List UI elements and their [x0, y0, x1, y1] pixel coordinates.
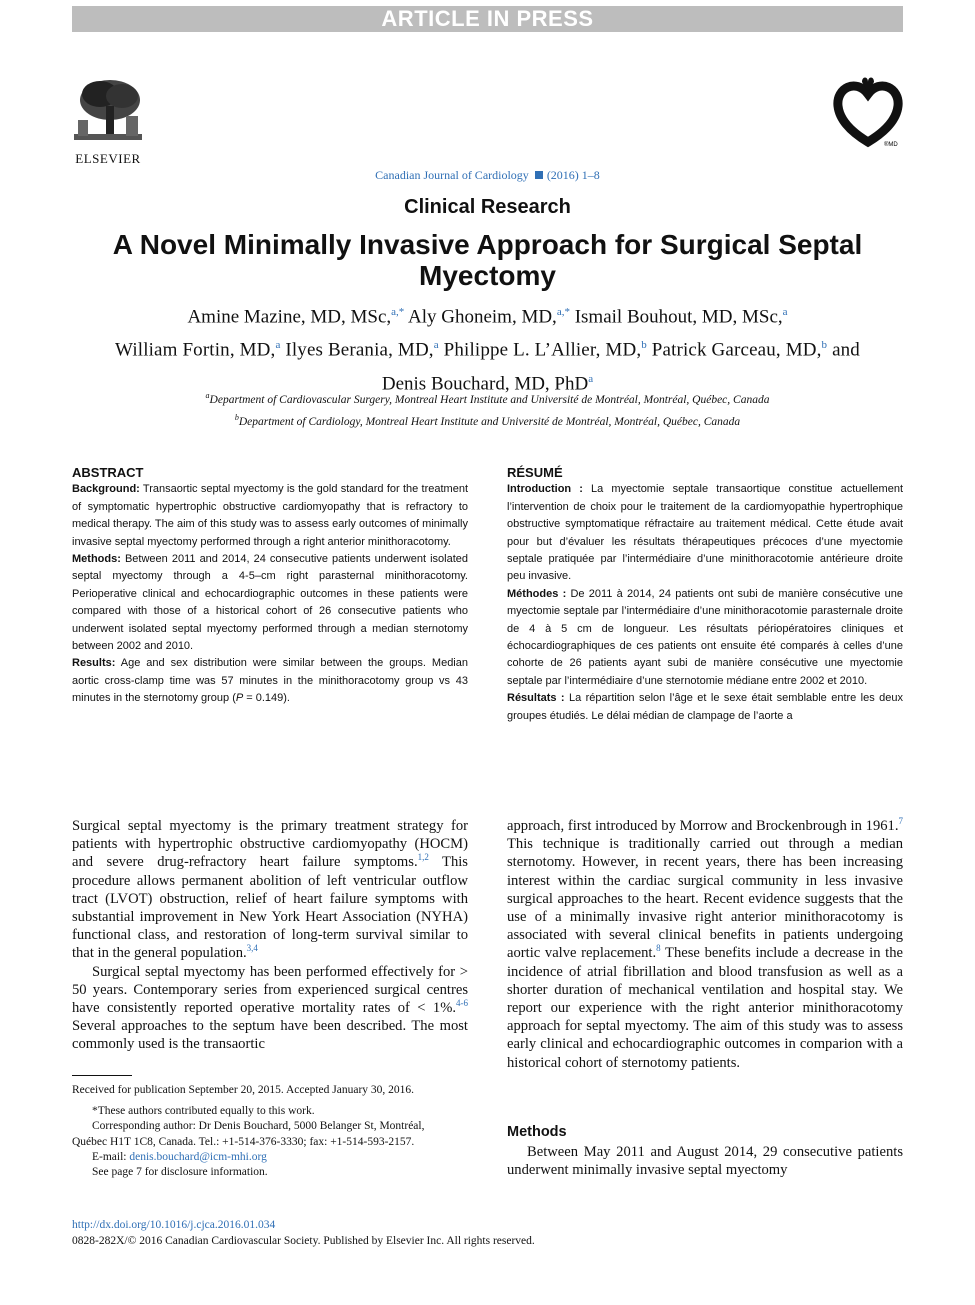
abstract-text: Age and sex distribution were similar be… — [72, 657, 468, 705]
resume-text: De 2011 à 2014, 24 patients ont subi de … — [507, 587, 903, 687]
resume-intro: Introduction : La myectomie septale tran… — [507, 481, 903, 585]
author-line: Amine Mazine, MD, MSc,a,* Aly Ghoneim, M… — [60, 298, 915, 331]
journal-meta[interactable]: (2016) 1–8 — [546, 168, 600, 182]
reference-link[interactable]: 8 — [656, 943, 661, 954]
resume-text: La myectomie septale transaortique const… — [507, 483, 904, 583]
author-line: Denis Bouchard, MD, PhDa — [60, 365, 915, 398]
heart-emblem-icon: ®MD — [833, 77, 903, 148]
elsevier-tree-icon — [70, 76, 146, 146]
affiliation-b: bDepartment of Cardiology, Montreal Hear… — [60, 413, 915, 428]
body-text: approach, first introduced by Morrow and… — [507, 818, 899, 834]
received-note: Received for publication September 20, 2… — [72, 1084, 415, 1096]
body-paragraph: Surgical septal myectomy has been perfor… — [72, 963, 468, 1054]
author-affil-sup[interactable]: a,* — [391, 306, 405, 318]
author-name: Aly Ghoneim, MD, — [404, 306, 557, 328]
author-affil-sup[interactable]: a — [782, 306, 788, 318]
body-text: Surgical septal myectomy has been perfor… — [72, 963, 468, 1017]
abstract-text: Transaortic septal myectomy is the gold … — [72, 483, 468, 548]
body-text: Surgical septal myectomy is the primary … — [72, 818, 468, 871]
abstract-label: Methods: — [72, 553, 121, 566]
abstract-text: Between 2011 and 2014, 24 consecutive pa… — [72, 553, 468, 653]
resume-heading: RÉSUMÉ — [507, 465, 563, 480]
elsevier-logo: ELSEVIER — [70, 76, 146, 166]
body-text: Between May 2011 and August 2014, 29 con… — [507, 1144, 903, 1179]
abstract: ABSTRACT Background: Transaortic septal … — [72, 464, 468, 708]
journal-name[interactable]: Canadian Journal of Cardiology — [375, 168, 529, 182]
affiliation-text: Department of Cardiovascular Surgery, Mo… — [209, 393, 770, 406]
footnotes: Received for publication September 20, 2… — [72, 1083, 472, 1180]
abstract-heading: ABSTRACT — [72, 465, 144, 480]
resume-text: La répartition selon l’âge et le sexe ét… — [507, 692, 903, 722]
author-affil-sup[interactable]: a — [588, 372, 594, 385]
article-in-press-banner: ARTICLE IN PRESS — [72, 6, 903, 32]
resume-methods: Méthodes : De 2011 à 2014, 24 patients o… — [507, 586, 903, 690]
body-right-column: approach, first introduced by Morrow and… — [507, 817, 903, 1072]
body-text: Several approaches to the septum have be… — [72, 1018, 468, 1053]
reference-link[interactable]: 3,4 — [246, 943, 258, 954]
author-name: Ismail Bouhout, MD, MSc, — [569, 306, 783, 328]
disclosure-note: See page 7 for disclosure information. — [92, 1166, 268, 1179]
resume-results: Résultats : La répartition selon l’âge e… — [507, 690, 903, 725]
corresponding-author-cont: Québec H1T 1C8, Canada. Tel.: +1-514-376… — [72, 1135, 415, 1148]
equal-contribution-note: *These authors contributed equally to th… — [92, 1105, 315, 1118]
author-affil-sup[interactable]: a — [275, 339, 281, 352]
resume-label: Méthodes : — [507, 587, 567, 600]
body-text: These benefits include a decrease in the… — [507, 945, 904, 1071]
author-name: Philippe L. L’Allier, MD, — [438, 339, 642, 361]
author-affil-sup[interactable]: b — [821, 339, 828, 352]
author-name: Amine Mazine, MD, MSc, — [187, 306, 392, 328]
reference-link[interactable]: 1,2 — [417, 852, 429, 863]
resume-label: Résultats : — [507, 692, 565, 705]
title-line: A Novel Minimally Invasive Approach for … — [112, 229, 863, 260]
doi-link[interactable]: http://dx.doi.org/10.1016/j.cjca.2016.01… — [72, 1219, 276, 1231]
author-affil-sup[interactable]: a,* — [556, 306, 570, 318]
article-title: A Novel Minimally Invasive Approach for … — [60, 229, 915, 291]
methods-heading: Methods — [507, 1124, 567, 1140]
author-line: William Fortin, MD,a Ilyes Berania, MD,a… — [60, 331, 915, 364]
svg-text:®MD: ®MD — [884, 141, 898, 148]
body-paragraph: Surgical septal myectomy is the primary … — [72, 817, 468, 963]
reference-link[interactable]: 7 — [898, 816, 904, 827]
section-heading: Clinical Research — [404, 196, 571, 218]
affiliation-sup: b — [234, 413, 239, 422]
author-name: William Fortin, MD, — [115, 339, 276, 361]
author-name: Ilyes Berania, MD, — [280, 339, 434, 361]
author-affil-sup[interactable]: a — [433, 339, 439, 352]
corresponding-author: Corresponding author: Dr Denis Bouchard,… — [92, 1120, 425, 1133]
journal-line: Canadian Journal of Cardiology (2016) 1–8 — [0, 168, 975, 183]
email-line: E-mail: denis.bouchard@icm-mhi.org — [72, 1150, 472, 1165]
square-separator-icon — [534, 171, 543, 179]
affiliation-text: Department of Cardiology, Montreal Heart… — [238, 415, 741, 428]
author-conjunction: and — [827, 339, 860, 361]
author-name: Denis Bouchard, MD, PhD — [381, 372, 589, 394]
body-text: This procedure allows permanent abolitio… — [72, 854, 468, 962]
methods-paragraph: Between May 2011 and August 2014, 29 con… — [507, 1143, 903, 1179]
ccs-logo: ®MD — [832, 76, 904, 148]
author-list: Amine Mazine, MD, MSc,a,* Aly Ghoneim, M… — [60, 298, 915, 398]
body-left-column: Surgical septal myectomy is the primary … — [72, 817, 468, 1054]
resume: RÉSUMÉ Introduction : La myectomie septa… — [507, 464, 903, 725]
author-name: Patrick Garceau, MD, — [646, 339, 822, 361]
abstract-label: Results: — [72, 657, 116, 670]
abstract-background: Background: Transaortic septal myectomy … — [72, 481, 468, 551]
affiliation-a: aDepartment of Cardiovascular Surgery, M… — [60, 391, 915, 406]
reference-link[interactable]: 4-6 — [456, 998, 468, 1009]
author-affil-sup[interactable]: b — [641, 339, 647, 352]
footnote-divider — [72, 1075, 132, 1076]
resume-label: Introduction : — [507, 483, 583, 496]
abstract-label: Background: — [72, 483, 140, 496]
publisher-name: ELSEVIER — [75, 151, 141, 166]
body-paragraph: approach, first introduced by Morrow and… — [507, 817, 903, 1072]
abstract-results: Results: Age and sex distribution were s… — [72, 655, 468, 707]
abstract-methods: Methods: Between 2011 and 2014, 24 conse… — [72, 551, 468, 655]
title-line: Myectomy — [419, 260, 556, 291]
abstract-text: = 0.149). — [243, 692, 290, 705]
copyright: 0828-282X/© 2016 Canadian Cardiovascular… — [72, 1235, 535, 1247]
email-link[interactable]: denis.bouchard@icm-mhi.org — [129, 1150, 267, 1163]
email-label: E-mail: — [92, 1150, 130, 1163]
p-symbol: P — [235, 692, 244, 705]
body-text: This technique is traditionally carried … — [507, 836, 903, 962]
affiliation-sup: a — [205, 391, 210, 400]
